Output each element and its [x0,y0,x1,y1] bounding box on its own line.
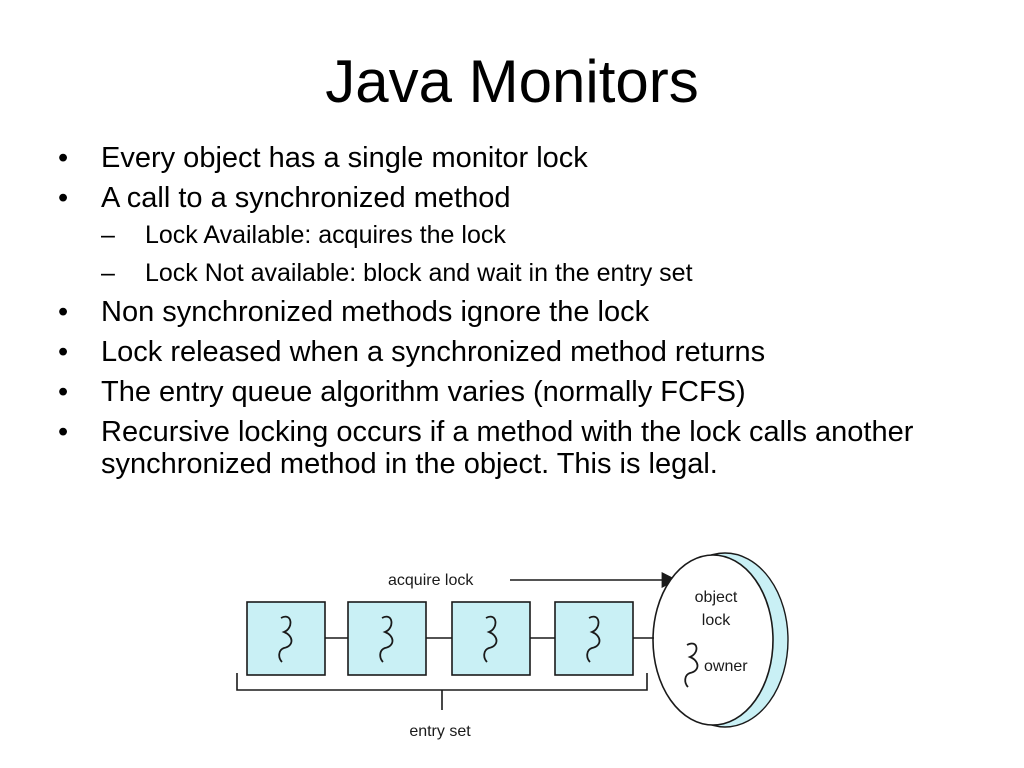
owner-label: owner [704,658,748,675]
waiting-thread-icon [278,615,293,663]
acquire-lock-label: acquire lock [388,572,474,589]
object-lock: object lock owner [652,552,789,728]
bullet-dot: • [58,296,69,328]
bullet-item: • Recursive locking occurs if a method w… [58,416,978,480]
bullet-item: • Lock released when a synchronized meth… [58,336,978,368]
bullet-dot: • [58,182,69,214]
waiting-thread-box [347,601,427,676]
waiting-thread-box [554,601,634,676]
bullet-item: • A call to a synchronized method – Lock… [58,182,978,288]
slide-title: Java Monitors [325,48,699,115]
entry-set-queue [246,601,654,676]
bullet-item: • The entry queue algorithm varies (norm… [58,376,978,408]
sub-bullet-item: – Lock Available: acquires the lock [101,220,978,250]
bullet-text: Lock released when a synchronized method… [101,336,766,368]
waiting-thread-icon [586,615,601,663]
monitor-diagram: acquire lock object lock owner entry [230,545,800,750]
sub-bullet-list: – Lock Available: acquires the lock – Lo… [101,220,978,288]
bullet-item: • Every object has a single monitor lock [58,142,978,174]
bullet-dot: • [58,376,69,408]
owner-thread-icon [684,642,699,688]
sub-bullet-text: Lock Available: acquires the lock [145,221,506,249]
bullet-text: Every object has a single monitor lock [101,142,588,174]
bullet-list: • Every object has a single monitor lock… [58,142,978,488]
entry-set-label: entry set [409,723,471,740]
lock-label: lock [702,612,731,629]
entry-set-bracket [236,673,648,710]
bullet-text: The entry queue algorithm varies (normal… [101,376,746,408]
object-label: object [695,589,738,606]
waiting-thread-icon [483,615,498,663]
waiting-thread-box [451,601,531,676]
bullet-dot: • [58,142,69,174]
bullet-dot: • [58,416,69,448]
bullet-item: • Non synchronized methods ignore the lo… [58,296,978,328]
waiting-thread-icon [379,615,394,663]
sub-bullet-text: Lock Not available: block and wait in th… [145,259,693,287]
bullet-text: Non synchronized methods ignore the lock [101,296,650,328]
sub-bullet-item: – Lock Not available: block and wait in … [101,258,978,288]
sub-bullet-dash: – [101,221,115,249]
sub-bullet-dash: – [101,259,115,287]
bullet-text: Recursive locking occurs if a method wit… [101,416,914,480]
waiting-thread-box [246,601,326,676]
lock-disc-front [652,554,774,726]
bullet-text: A call to a synchronized method [101,182,511,214]
bullet-dot: • [58,336,69,368]
monitor-diagram-svg: acquire lock object lock owner entry [236,552,789,740]
